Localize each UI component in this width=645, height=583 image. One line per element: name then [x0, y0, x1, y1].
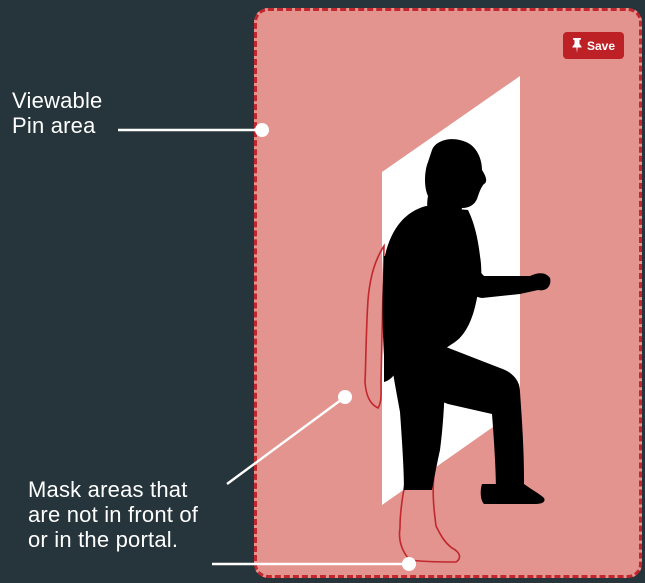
- save-button-label: Save: [587, 39, 615, 53]
- label-mask-areas: Mask areas that are not in front of or i…: [28, 477, 248, 552]
- label-viewable-pin-area: Viewable Pin area: [12, 88, 172, 138]
- leader-dot-legs: [402, 557, 416, 571]
- leader-dot-arm: [338, 390, 352, 404]
- pushpin-icon: [572, 38, 582, 53]
- save-button[interactable]: Save: [563, 32, 624, 59]
- leader-dot-viewable: [255, 123, 269, 137]
- mask-outline-arm: [365, 246, 384, 408]
